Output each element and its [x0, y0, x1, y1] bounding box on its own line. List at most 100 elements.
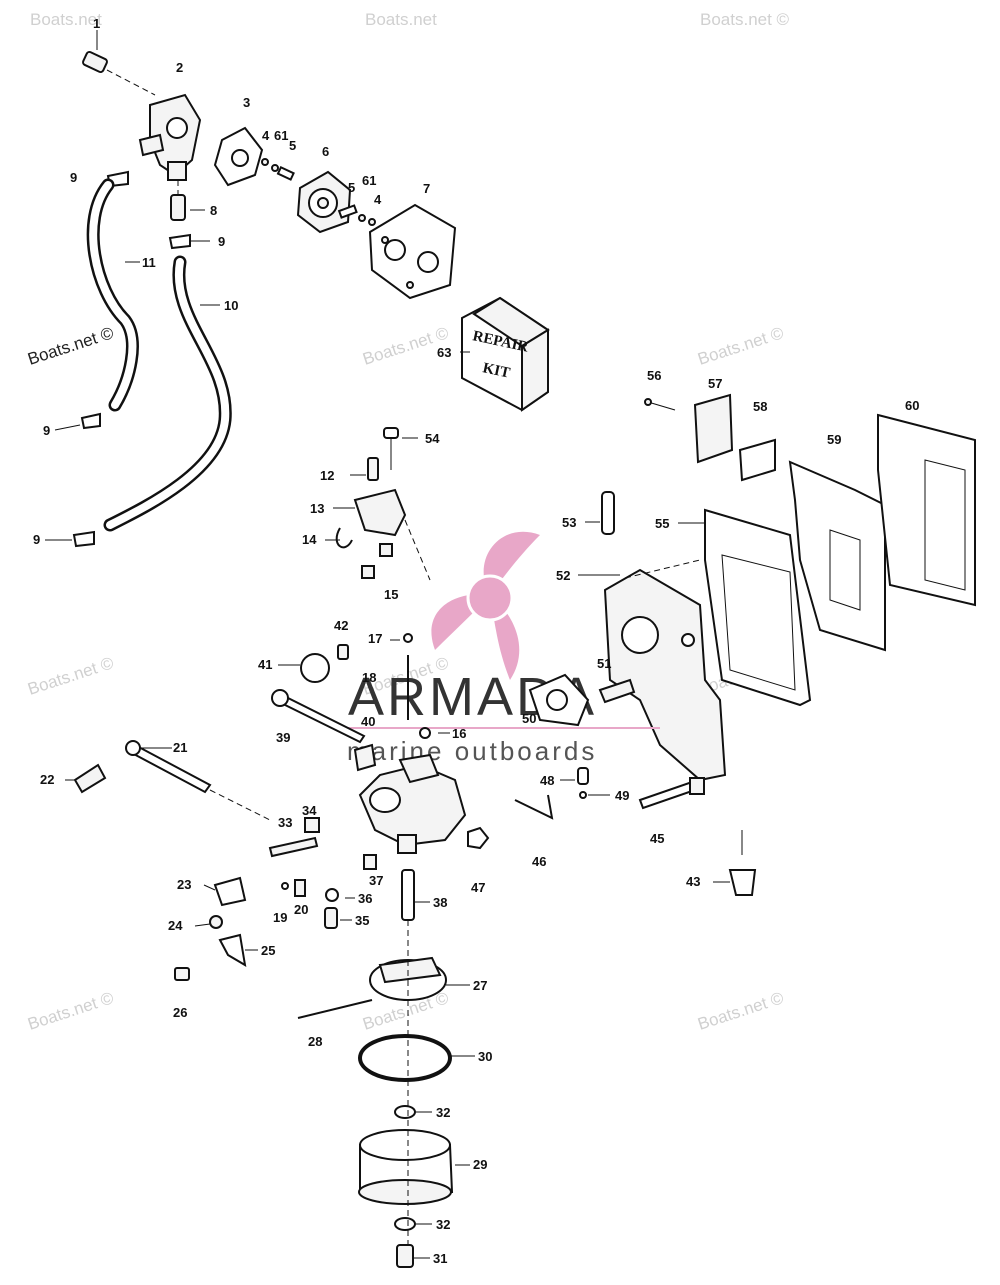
callout-58: 58 [753, 399, 767, 414]
callout-9: 9 [43, 423, 50, 438]
callout-52: 52 [556, 568, 570, 583]
part-56-screw [644, 398, 676, 411]
callout-30: 30 [478, 1049, 492, 1064]
callout-63: 63 [437, 345, 451, 360]
callout-9: 9 [33, 532, 40, 547]
callout-9: 9 [70, 170, 77, 185]
part-2-pump-body [138, 93, 202, 181]
part-40-spring [353, 743, 377, 772]
callout-14: 14 [302, 532, 317, 547]
callout-42: 42 [334, 618, 348, 633]
intake-gaskets-group [601, 393, 976, 707]
callout-10: 10 [224, 298, 238, 313]
part-32-washer [394, 1217, 416, 1231]
part-59-reed-plate [788, 460, 886, 652]
watermark-text: Boats.net © [25, 323, 116, 369]
part-53-pin [601, 491, 615, 535]
callout-21: 21 [173, 740, 187, 755]
logo-tagline: marine outboards [347, 736, 597, 766]
part-38-main-nozzle [401, 869, 415, 921]
part-30-bowl-gasket [358, 1034, 452, 1082]
callout-11: 11 [142, 255, 156, 270]
carb-shafts-group [73, 633, 431, 821]
callout-50: 50 [522, 711, 536, 726]
part-10-fuel-hose [103, 255, 232, 532]
part-43-plug [728, 830, 757, 896]
callout-13: 13 [310, 501, 324, 516]
callout-labels: 1 2 3 4 61 5 6 5 61 4 7 8 9 9 11 10 9 9 … [33, 16, 919, 1266]
part-32-washer [394, 1105, 416, 1119]
part-4-61-5-small-hardware [261, 158, 295, 181]
part-9-clip [80, 412, 101, 430]
part-12-screw [367, 457, 379, 481]
callout-40: 40 [361, 714, 375, 729]
part-54-screw [383, 427, 399, 470]
callout-leaders [45, 30, 730, 1259]
part-55-gasket [704, 508, 812, 707]
part-7-plate [368, 203, 457, 300]
callout-8: 8 [210, 203, 217, 218]
part-31-drain-screw [396, 1244, 414, 1268]
fuel-pump-group [72, 50, 457, 548]
part-1-screw [82, 50, 156, 96]
callout-33: 33 [278, 815, 292, 830]
part-3-gasket [213, 126, 264, 187]
part-60-gasket [877, 413, 976, 607]
callout-35: 35 [355, 913, 369, 928]
part-16-ball [419, 727, 431, 739]
part-20-spring [294, 879, 306, 897]
float-bowl-group [174, 876, 454, 1268]
part-11-fuel-hose [86, 178, 139, 412]
callout-20: 20 [294, 902, 308, 917]
callout-6: 6 [322, 144, 329, 159]
part-22-lever [73, 763, 107, 794]
part-26-screw [174, 967, 190, 981]
watermark-text: Boats.net [30, 10, 102, 29]
callout-25: 25 [261, 943, 275, 958]
callout-49: 49 [615, 788, 629, 803]
callout-29: 29 [473, 1157, 487, 1172]
callout-32: 32 [436, 1105, 450, 1120]
callout-41: 41 [258, 657, 272, 672]
part-25-link [218, 933, 247, 967]
part-29-float-bowl [358, 1129, 454, 1205]
part-41-throttle-plate [300, 653, 330, 683]
callout-5: 5 [348, 180, 355, 195]
part-13-bracket [353, 488, 407, 537]
watermark-text: Boats.net [365, 10, 437, 29]
callout-51: 51 [597, 656, 611, 671]
callout-26: 26 [173, 1005, 187, 1020]
callout-4: 4 [262, 128, 270, 143]
part-50-gasket [528, 673, 590, 727]
callout-4: 4 [374, 192, 382, 207]
callout-61: 61 [274, 128, 288, 143]
callout-17: 17 [368, 631, 382, 646]
callout-45: 45 [650, 831, 664, 846]
watermark-text: Boats.net © [700, 10, 790, 29]
callout-12: 12 [320, 468, 334, 483]
part-36-washer [325, 888, 339, 902]
callout-61: 61 [362, 173, 376, 188]
callout-31: 31 [433, 1251, 447, 1266]
part-5-61-4-small-hardware [337, 204, 376, 226]
watermark-text: Boats.net © [695, 988, 786, 1034]
callout-60: 60 [905, 398, 919, 413]
callout-32: 32 [436, 1217, 450, 1232]
watermark-text: Boats.net © [25, 653, 116, 699]
part-47-nut [467, 826, 490, 850]
callout-48: 48 [540, 773, 554, 788]
callout-19: 19 [273, 910, 287, 925]
callout-2: 2 [176, 60, 183, 75]
callout-18: 18 [362, 670, 376, 685]
callout-59: 59 [827, 432, 841, 447]
callout-57: 57 [708, 376, 722, 391]
callout-28: 28 [308, 1034, 322, 1049]
carb-upper-hardware [335, 427, 431, 581]
part-21-choke-shaft [125, 740, 271, 821]
callout-43: 43 [686, 874, 700, 889]
callout-7: 7 [423, 181, 430, 196]
part-8-fitting [170, 180, 186, 221]
repair-kit-label-2: KIT [481, 360, 511, 381]
carburetor-body [358, 753, 467, 854]
callout-9: 9 [218, 234, 225, 249]
